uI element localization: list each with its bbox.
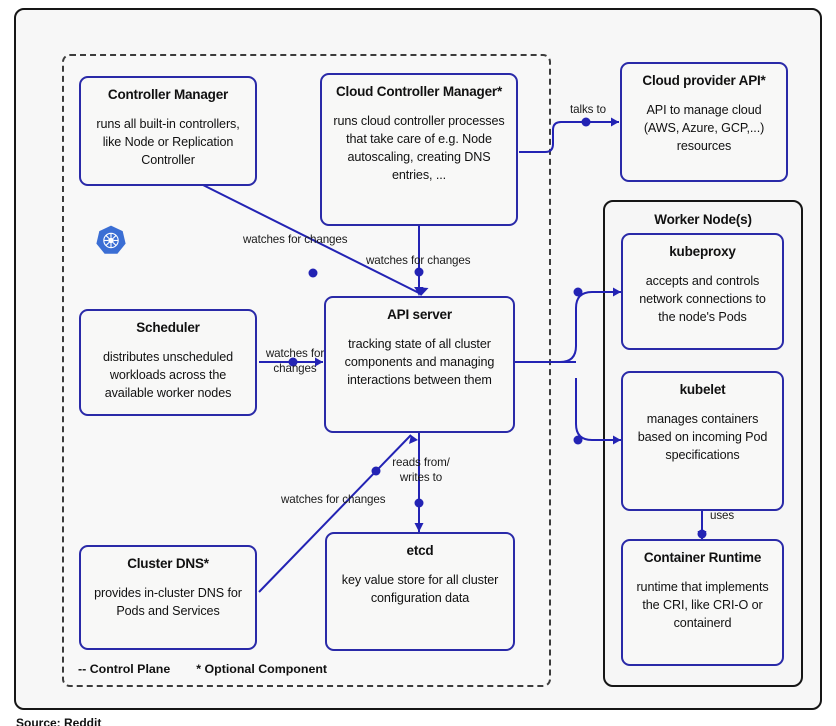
legend-control-plane: -- Control Plane bbox=[78, 662, 171, 676]
legend: -- Control Plane * Optional Component bbox=[78, 662, 327, 676]
kubernetes-logo-icon bbox=[94, 224, 128, 258]
node-description: tracking state of all cluster components… bbox=[344, 336, 495, 387]
node-controller-manager[interactable]: Controller Manager runs all built-in con… bbox=[79, 76, 257, 186]
node-title: Cluster DNS* bbox=[127, 556, 209, 571]
node-description: API to manage cloud (AWS, Azure, GCP,...… bbox=[643, 102, 765, 153]
worker-node-region-title: Worker Node(s) bbox=[654, 212, 752, 227]
node-description: runtime that implements the CRI, like CR… bbox=[636, 579, 769, 630]
node-description: accepts and controls network connections… bbox=[639, 273, 766, 324]
node-container-runtime[interactable]: Container Runtime runtime that implement… bbox=[621, 539, 784, 666]
node-title: Scheduler bbox=[136, 320, 200, 335]
edge-label-dns-watches: watches for changes bbox=[281, 493, 386, 506]
edge-label-talks-to: talks to bbox=[570, 103, 606, 116]
node-cluster-dns[interactable]: Cluster DNS* provides in-cluster DNS for… bbox=[79, 545, 257, 650]
node-description: distributes unscheduled workloads across… bbox=[102, 349, 234, 400]
node-description: manages containers based on incoming Pod… bbox=[637, 411, 768, 462]
node-title: kubeproxy bbox=[669, 244, 736, 259]
node-cloud-provider-api[interactable]: Cloud provider API* API to manage cloud … bbox=[620, 62, 788, 182]
node-scheduler[interactable]: Scheduler distributes unscheduled worklo… bbox=[79, 309, 257, 416]
node-api-server[interactable]: API server tracking state of all cluster… bbox=[324, 296, 515, 433]
edge-label-cm-watches: watches for changes bbox=[243, 233, 348, 246]
node-description: key value store for all cluster configur… bbox=[341, 572, 499, 605]
edge-label-uses: uses bbox=[710, 509, 735, 522]
node-title: kubelet bbox=[679, 382, 726, 397]
legend-optional-component: * Optional Component bbox=[196, 662, 328, 676]
node-description: provides in-cluster DNS for Pods and Ser… bbox=[94, 585, 242, 618]
node-title: Container Runtime bbox=[643, 550, 762, 565]
edge-label-scheduler-watches: watches for changes bbox=[265, 347, 325, 375]
edge-label-ccm-watches: watches for changes bbox=[366, 254, 471, 267]
node-kubeproxy[interactable]: kubeproxy accepts and controls network c… bbox=[621, 233, 784, 350]
node-title: Controller Manager bbox=[107, 87, 229, 102]
node-kubelet[interactable]: kubelet manages containers based on inco… bbox=[621, 371, 784, 511]
node-title: Cloud provider API* bbox=[642, 73, 766, 88]
node-description: runs all built-in controllers, like Node… bbox=[96, 116, 240, 167]
node-description: runs cloud controller processes that tak… bbox=[333, 113, 505, 182]
node-title: etcd bbox=[406, 543, 434, 558]
node-etcd[interactable]: etcd key value store for all cluster con… bbox=[325, 532, 515, 651]
node-cloud-controller-manager[interactable]: Cloud Controller Manager* runs cloud con… bbox=[320, 73, 518, 226]
edge-label-api-etcd: reads from/ writes to bbox=[392, 456, 450, 484]
node-title: API server bbox=[387, 307, 452, 322]
node-title: Cloud Controller Manager* bbox=[335, 84, 502, 99]
source-caption: Source: Reddit bbox=[16, 716, 102, 726]
